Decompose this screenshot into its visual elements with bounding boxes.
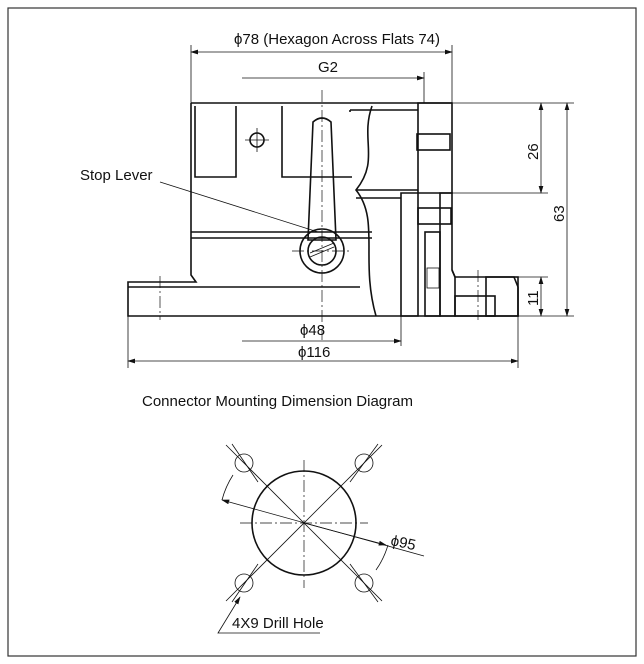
drill-hole-bottom-left [234,573,254,593]
height-upper-dim: 26 [525,143,542,160]
drill-hole-label: 4X9 Drill Hole [232,615,324,632]
body-outline [127,102,519,317]
drill-hole-top-left [234,453,254,473]
thread-dim: G2 [318,59,338,76]
hex-dim: ϕ78 (Hexagon Across Flats 74) [234,31,440,48]
diagram-caption: Connector Mounting Dimension Diagram [142,393,413,410]
drill-hole-top-right [354,453,374,473]
side-view: Stop Lever [80,90,519,340]
stop-lever-label: Stop Lever [80,167,153,184]
drawing-frame [7,7,637,657]
inner-diameter-dim: ϕ48 [300,322,325,339]
dimensions: ϕ78 (Hexagon Across Flats 74) G2 26 63 1… [127,31,574,368]
height-total-dim: 63 [551,205,568,222]
flange-thickness-dim: 11 [525,290,542,306]
stop-lever-shape [307,117,337,241]
section-hatch [400,102,453,317]
mounting-pattern: ϕ95 4X9 Drill Hole [217,443,425,634]
drill-hole-bottom-right [354,573,374,593]
bolt-circle-dim: ϕ95 [389,532,417,554]
flange-diameter-dim: ϕ116 [298,344,330,361]
